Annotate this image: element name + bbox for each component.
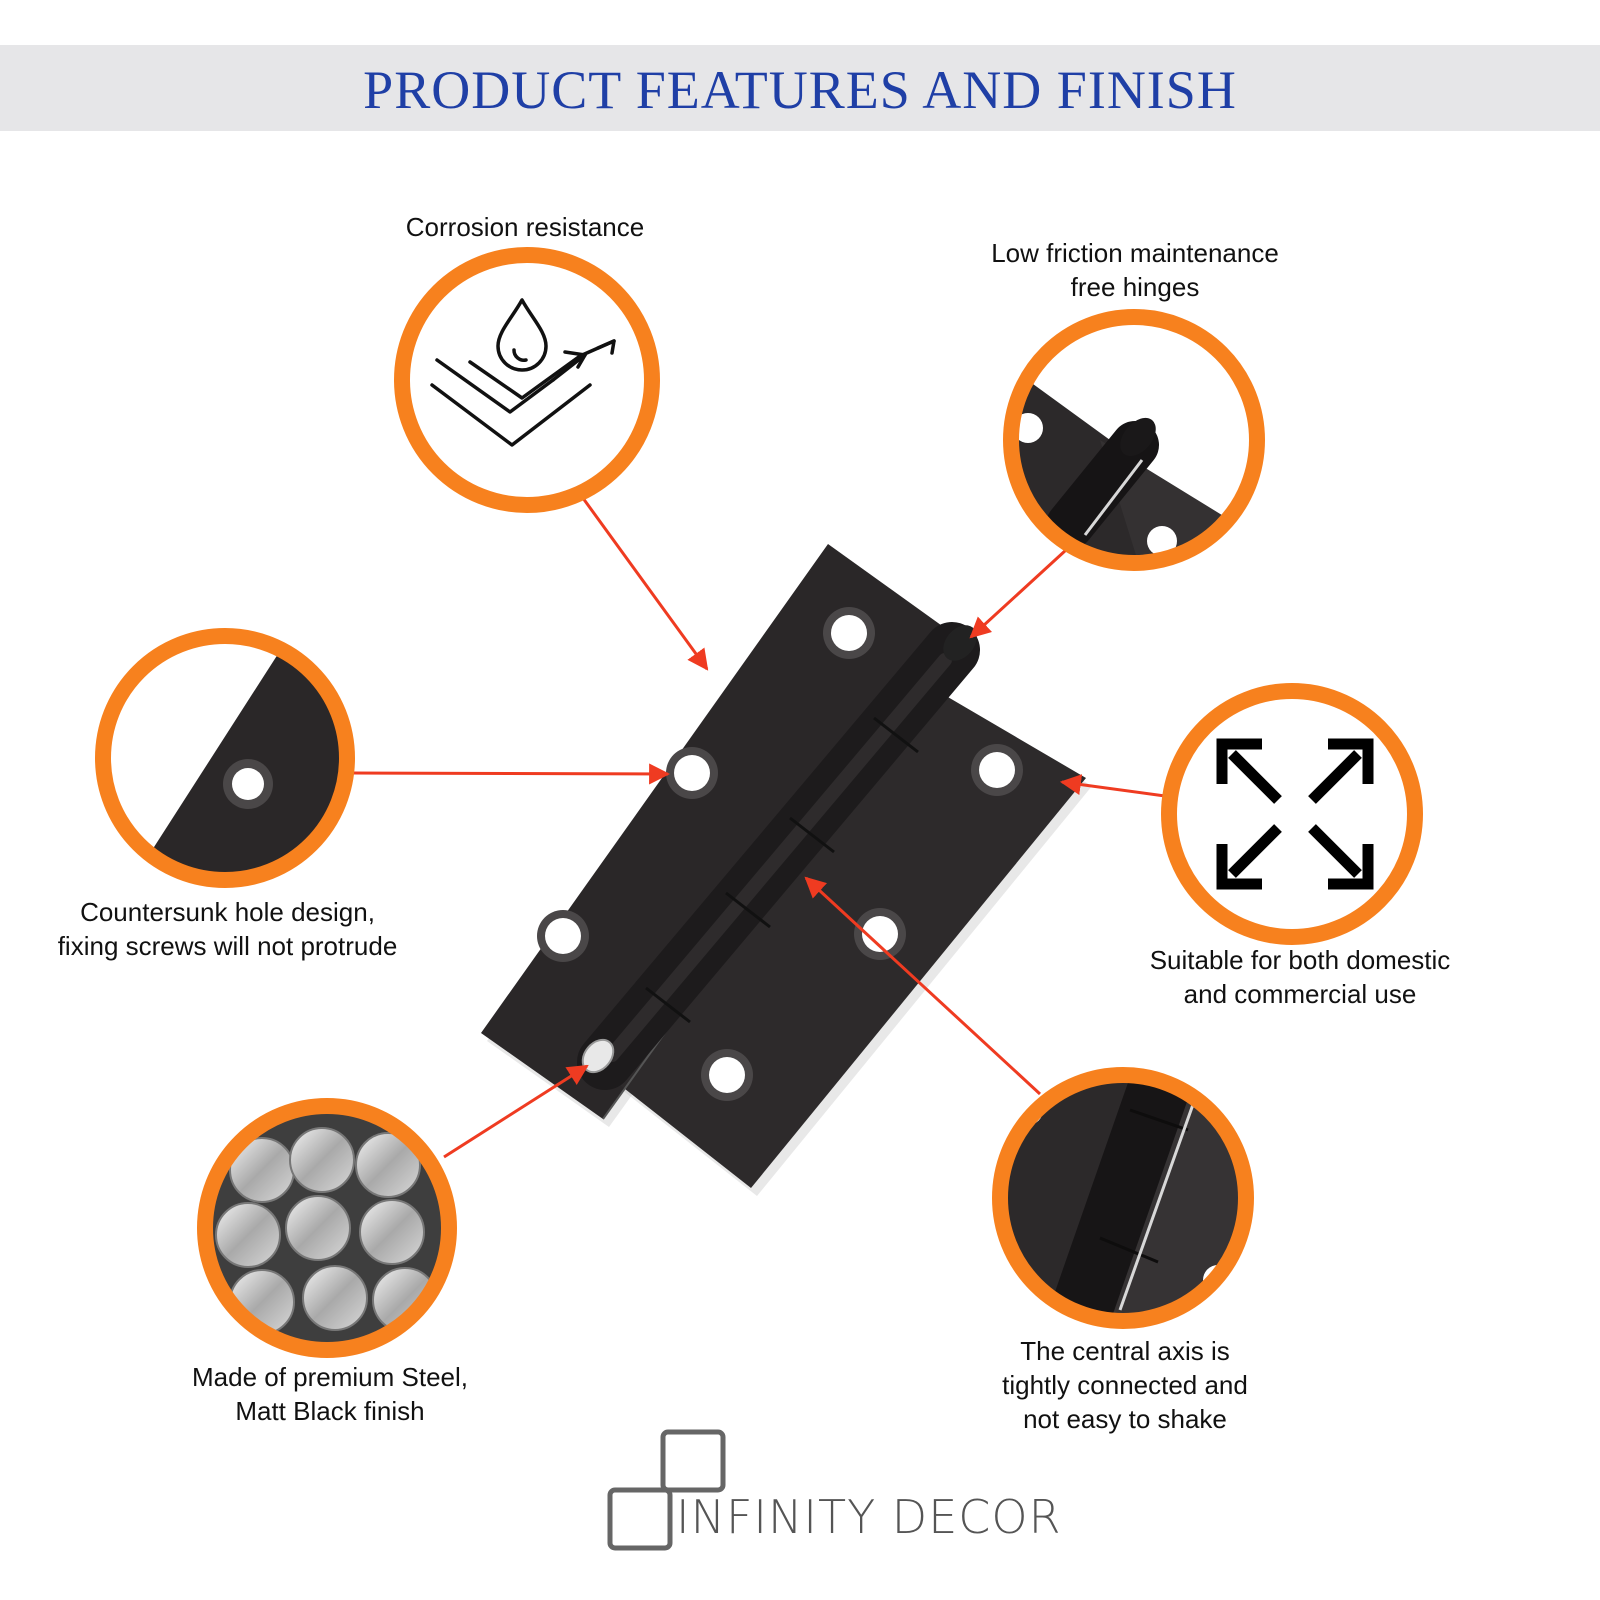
expand-arrows-icon — [1216, 738, 1374, 890]
arrow-corrosion — [578, 493, 709, 671]
screw-hole — [971, 744, 1023, 796]
page-title: PRODUCT FEATURES AND FINISH — [363, 60, 1237, 120]
feature-label-corrosion: Corrosion resistance — [405, 212, 645, 242]
feature-label-central-axis: The central axis is tightly connected an… — [1002, 1336, 1248, 1434]
feature-label-countersunk: Countersunk hole design, fixing screws w… — [57, 897, 398, 961]
feature-circle-steel — [197, 1098, 457, 1358]
feature-label-suitable: Suitable for both domestic and commercia… — [1149, 945, 1451, 1009]
arrow-central-axis — [804, 876, 1042, 1096]
pointer-arrows — [352, 493, 1166, 1159]
feature-label-low-friction: Low friction maintenance free hinges — [991, 238, 1279, 302]
arrow-low-friction — [969, 548, 1068, 639]
arrow-steel — [443, 1064, 589, 1159]
screw-hole — [666, 747, 718, 799]
water-drop-layers-icon — [430, 298, 616, 447]
feature-circle-corrosion — [394, 247, 660, 513]
brand-name: INFINITY DECOR — [676, 1490, 1062, 1544]
overlapping-squares-logo — [607, 1429, 726, 1551]
arrow-countersunk — [352, 763, 671, 785]
screw-hole — [854, 908, 906, 960]
hinge-left-leaf — [481, 544, 952, 1119]
screw-hole — [537, 910, 589, 962]
screw-hole — [823, 607, 875, 659]
feature-circle-suitable — [1161, 683, 1423, 945]
feature-circle-countersunk — [95, 628, 355, 888]
header-banner: PRODUCT FEATURES AND FINISH — [0, 45, 1600, 131]
feature-circle-low-friction — [1003, 309, 1265, 571]
feature-label-steel: Made of premium Steel, Matt Black finish — [191, 1362, 468, 1426]
hinge-product-image — [481, 544, 1092, 1196]
arrow-suitable — [1059, 774, 1166, 798]
screw-hole — [701, 1049, 753, 1101]
feature-circle-central-axis — [992, 1067, 1254, 1329]
